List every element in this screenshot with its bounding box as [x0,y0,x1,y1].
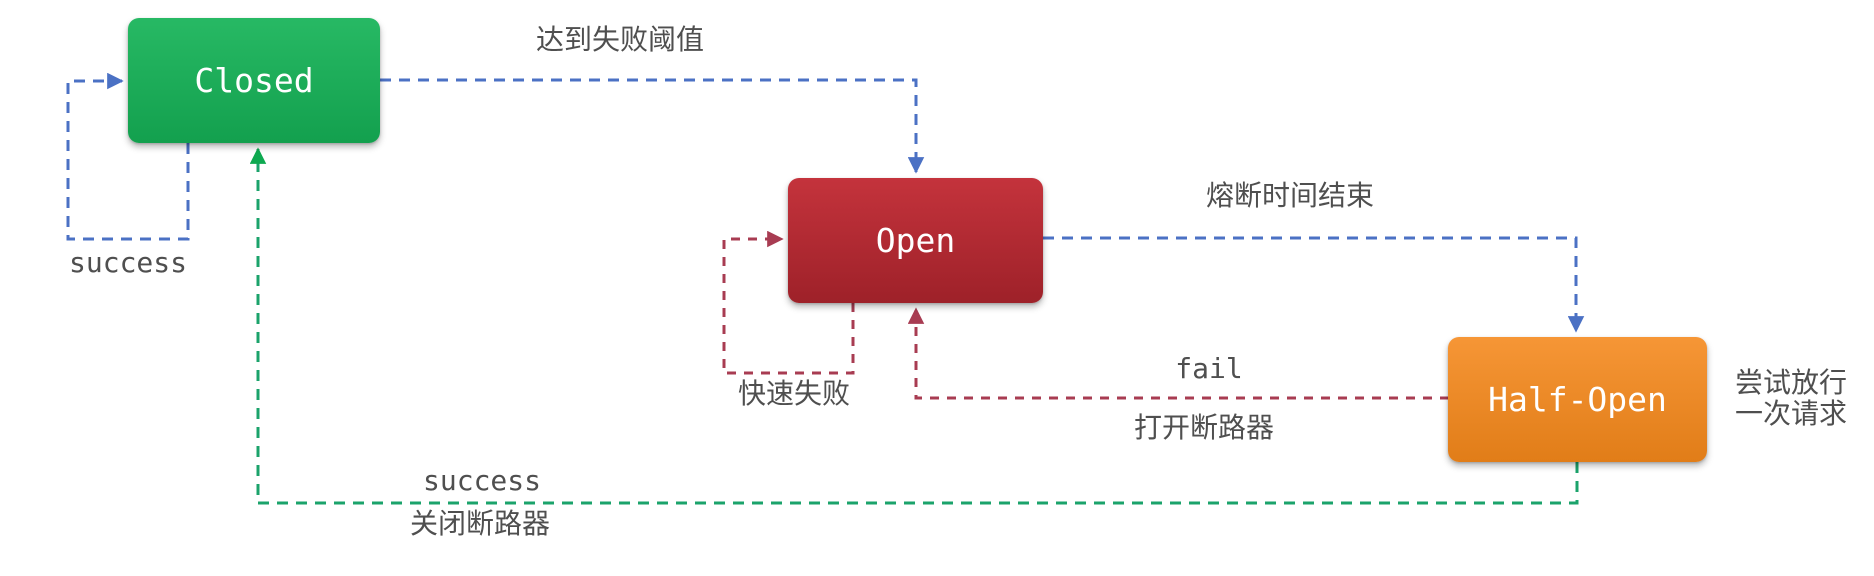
label-closed-self-success: success [68,246,188,279]
state-half-open-label: Half-Open [1488,380,1667,419]
state-half-open: Half-Open [1448,337,1707,462]
edge-half-open-to-closed-success [249,147,1579,505]
state-closed: Closed [128,18,380,143]
label-open-circuit-breaker: 打开断路器 [1133,411,1275,444]
label-break-time-end: 熔断时间结束 [1205,179,1375,212]
edge-open-to-half-open [1043,236,1585,333]
edge-closed-to-open [380,78,925,174]
label-reach-failure-threshold: 达到失败阈值 [535,23,705,56]
edge-closed-self-success [66,72,190,241]
note-try-one-request-line1: 尝试放行 [1735,366,1848,399]
state-open-label: Open [875,221,956,260]
state-closed-label: Closed [194,61,314,100]
edge-half-open-to-open-fail [907,307,1449,400]
label-fail: fail [1175,352,1243,385]
label-half-open-success: success [422,464,542,497]
state-open: Open [788,178,1043,303]
note-try-one-request: 尝试放行 一次请求 [1735,367,1847,429]
label-close-circuit-breaker: 关闭断路器 [409,507,551,540]
note-try-one-request-line2: 一次请求 [1735,397,1848,430]
label-fast-fail: 快速失败 [737,377,851,410]
